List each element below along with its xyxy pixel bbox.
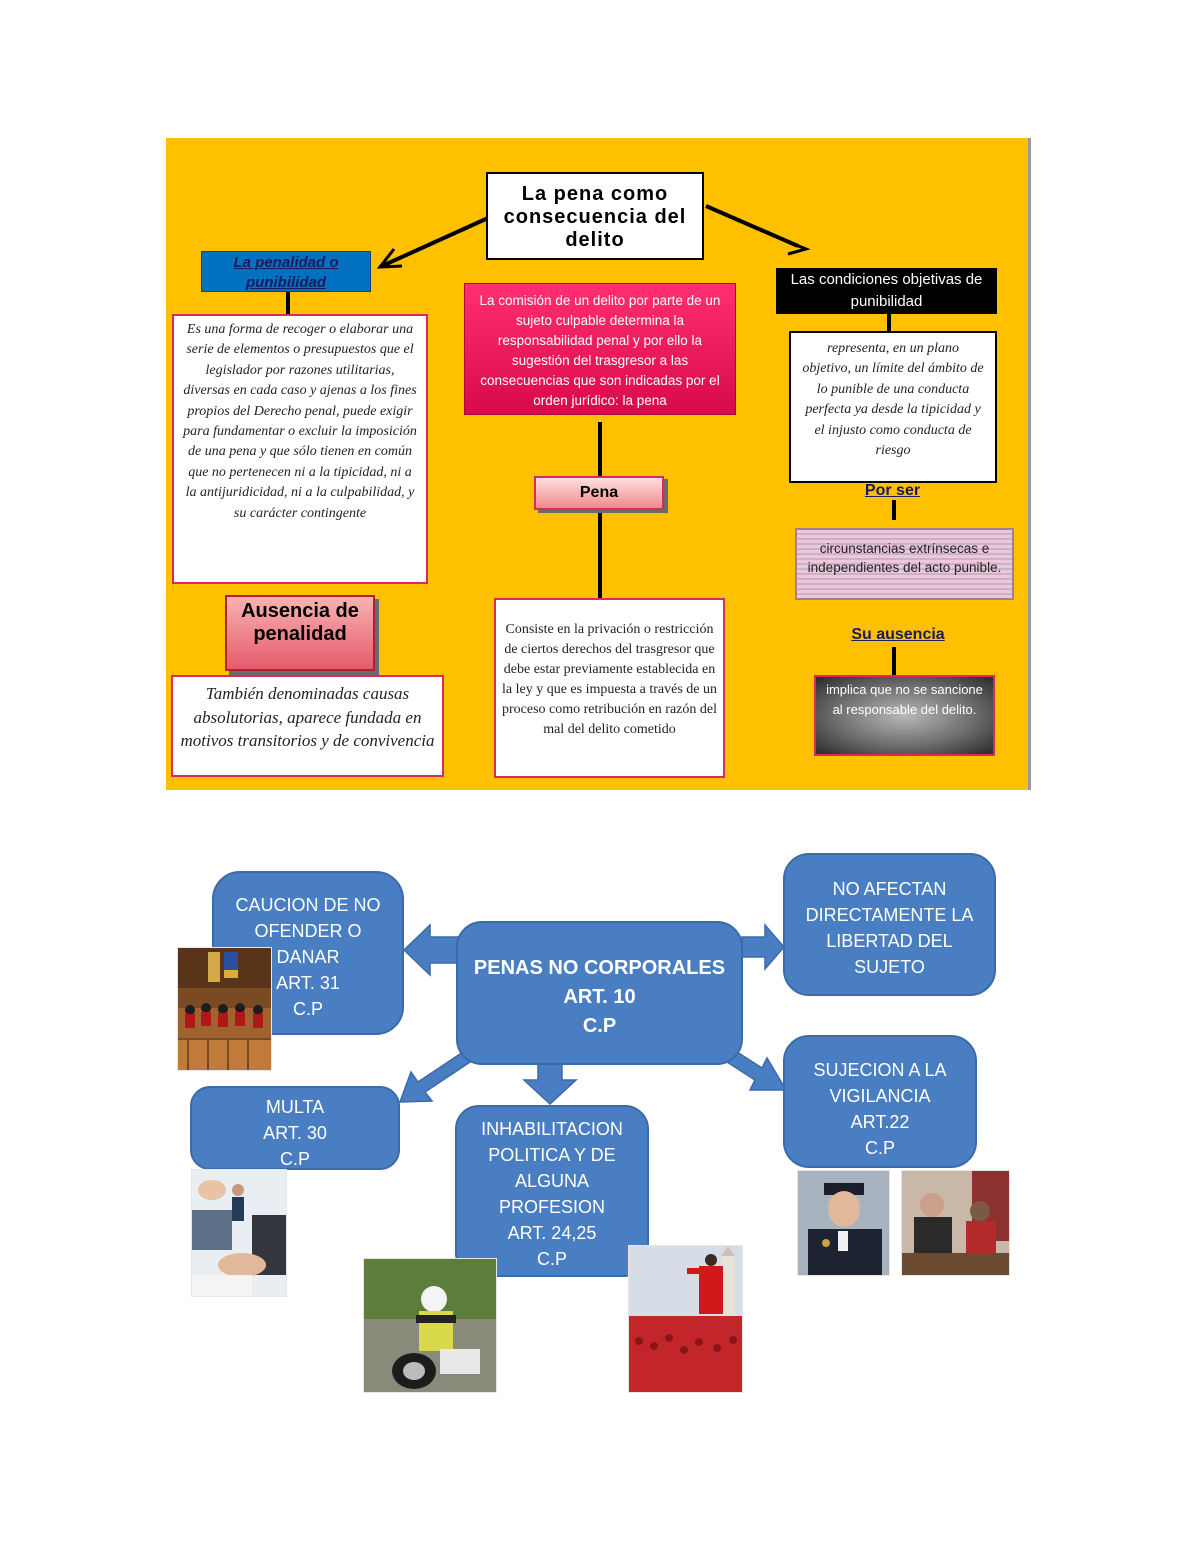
business-photo (191, 1169, 287, 1297)
panel-edge (1028, 138, 1031, 790)
no-afectan-line: DIRECTAMENTE LA (805, 905, 974, 925)
su-ausencia-connector-label: Su ausencia (851, 626, 945, 643)
circunstancias-description: circunstancias extrínsecas e independien… (795, 528, 1014, 600)
por-ser-connector-label: Por ser (864, 482, 921, 499)
condiciones-description: representa, en un plano objetivo, un lím… (789, 331, 997, 483)
sujecion-line: SUJECION A LA (813, 1060, 947, 1080)
condiciones-label: Las condiciones objetivas de punibilidad (776, 268, 997, 314)
multa-box: MULTA ART. 30 C.P (190, 1086, 400, 1170)
supervision-photo (901, 1170, 1010, 1276)
inhabilitacion-line: ALGUNA (514, 1171, 590, 1191)
penalidad-label: La penalidad o punibilidad (201, 251, 371, 292)
no-afectan-line: LIBERTAD DEL (826, 931, 953, 951)
multa-line: ART. 30 (263, 1123, 327, 1143)
no-afectan-box: NO AFECTAN DIRECTAMENTE LA LIBERTAD DEL … (783, 853, 996, 996)
penalidad-description: Es una forma de recoger o elaborar una s… (172, 314, 428, 584)
center-line: ART. 10 (563, 986, 636, 1008)
arrowhead-right (783, 238, 811, 256)
implica-description: implica que no se sancione al responsabl… (814, 675, 995, 756)
caucion-line: DANAR (276, 947, 340, 967)
courtroom-photo (177, 947, 272, 1071)
arrowhead-left (376, 248, 403, 269)
inhabilitacion-line: POLITICA Y DE (488, 1145, 616, 1165)
inhabilitacion-line: ART. 24,25 (507, 1223, 597, 1243)
arrow-to-caucion (402, 923, 459, 977)
arrow-to-multa (398, 1048, 475, 1103)
no-afectan-line: SUJETO (854, 957, 925, 977)
comision-statement: La comisión de un delito por parte de un… (464, 283, 736, 415)
police-officer-photo (797, 1170, 890, 1276)
inhabilitacion-line: INHABILITACION (481, 1119, 623, 1139)
center-line: PENAS NO CORPORALES (473, 957, 726, 979)
multa-line: MULTA (265, 1097, 325, 1117)
ausencia-penalidad-description: También denominadas causas absolutorias,… (171, 675, 444, 777)
inhabilitacion-line: PROFESION (498, 1197, 605, 1217)
arrow-to-no-afectan (741, 922, 785, 972)
multa-line: C.P (279, 1149, 310, 1169)
no-afectan-line: NO AFECTAN (832, 879, 947, 899)
police-motorcycle-photo (363, 1258, 497, 1393)
caucion-line: C.P (292, 999, 323, 1019)
caucion-line: CAUCION DE NO (235, 895, 381, 915)
sujecion-line: ART.22 (850, 1112, 910, 1132)
pena-label: Pena (534, 476, 664, 510)
penas-no-corporales-box: PENAS NO CORPORALES ART. 10 C.P (456, 921, 743, 1065)
center-line: C.P (582, 1015, 617, 1037)
political-rally-photo (628, 1245, 743, 1393)
caucion-line: ART. 31 (276, 973, 340, 993)
pena-description: Consiste en la privación o restricción d… (494, 598, 725, 778)
top-connectors (286, 204, 896, 675)
arrow-title-to-penalidad (381, 216, 489, 268)
map-title: La pena como consecuencia del delito (486, 172, 704, 260)
sujecion-line: VIGILANCIA (829, 1086, 931, 1106)
sujecion-line: C.P (864, 1138, 895, 1158)
caucion-line: OFENDER O (254, 921, 362, 941)
inhabilitacion-line: C.P (536, 1249, 567, 1269)
arrow-to-inhabilitacion (522, 1063, 578, 1106)
inhabilitacion-box: INHABILITACION POLITICA Y DE ALGUNA PROF… (455, 1105, 649, 1277)
arrow-title-to-condiciones (705, 204, 799, 248)
ausencia-penalidad-label: Ausencia de penalidad (225, 595, 375, 671)
sujecion-box: SUJECION A LA VIGILANCIA ART.22 C.P (783, 1035, 977, 1168)
